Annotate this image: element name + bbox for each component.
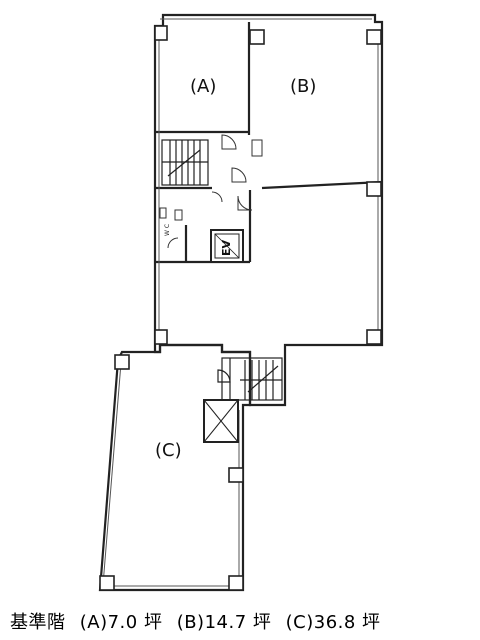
room-label-a: (A)	[190, 76, 217, 97]
staircase-upper	[161, 139, 209, 186]
doors-upper-core	[159, 134, 263, 249]
caption-area-b: (B)14.7 坪	[176, 612, 272, 633]
room-label-c: (C)	[155, 440, 182, 461]
column	[154, 25, 168, 41]
caption-floor: 基準階	[10, 612, 66, 633]
shaft	[203, 399, 239, 443]
column	[154, 329, 168, 345]
column	[366, 181, 382, 197]
upper-outer-wall	[153, 13, 384, 407]
area-caption: 基準階 (A)7.0 坪 (B)14.7 坪 (C)36.8 坪	[10, 608, 475, 634]
column	[114, 354, 130, 370]
room-label-b: (B)	[290, 76, 317, 97]
elevator: EV	[210, 229, 244, 263]
column	[366, 29, 382, 45]
lower-outer-wall	[98, 343, 252, 592]
column	[99, 575, 115, 591]
column	[228, 467, 244, 483]
caption-area-a: (A)7.0 坪	[79, 612, 163, 633]
caption-area-c: (C)36.8 坪	[285, 612, 381, 633]
wall-b-lower	[261, 180, 383, 190]
column	[249, 29, 265, 45]
wc-label: W C	[164, 224, 171, 236]
column	[228, 575, 244, 591]
staircase-lower	[217, 357, 283, 401]
elevator-label: EV	[220, 240, 233, 257]
column	[366, 329, 382, 345]
